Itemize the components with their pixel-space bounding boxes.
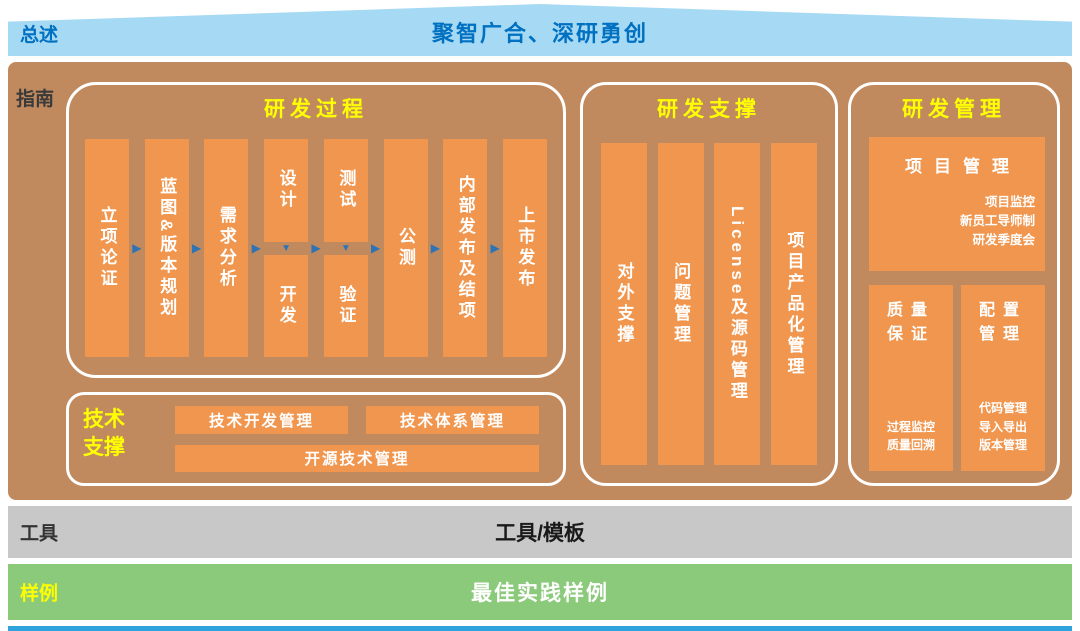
management-panel: 研发管理 项目管理 项目监控 新员工导师制 研发季度会 质量保证 过程监控 质量… bbox=[848, 82, 1060, 486]
down-arrow-icon: ▼ bbox=[281, 242, 292, 254]
project-management-box: 项目管理 项目监控 新员工导师制 研发季度会 bbox=[869, 137, 1045, 271]
flow-step-label: 测试 bbox=[336, 169, 356, 212]
overview-banner: 总述 聚智广合、深研勇创 bbox=[8, 4, 1072, 56]
support-bar: 对外支撑 bbox=[601, 143, 647, 465]
process-flow: 立项论证 ▶ 蓝图&版本规划 ▶ 需求分析 ▶ 设计 ▼ 开发 bbox=[85, 139, 547, 357]
config-management-label: 配置管理 bbox=[978, 302, 1027, 343]
tools-title: 工具/模板 bbox=[495, 522, 585, 545]
flow-step: 立项论证 bbox=[85, 139, 129, 357]
quality-item: 质量回溯 bbox=[886, 438, 935, 453]
tech-support-grid: 技术开发管理 技术体系管理 开源技术管理 bbox=[175, 406, 539, 472]
support-bar: 项目产品化管理 bbox=[770, 143, 817, 465]
right-arrow-icon: ▶ bbox=[371, 241, 381, 255]
flow-step: 需求分析 bbox=[204, 139, 249, 357]
support-title: 研发支撑 bbox=[657, 98, 761, 121]
management-title: 研发管理 bbox=[902, 98, 1006, 121]
project-item: 研发季度会 bbox=[972, 232, 1035, 247]
flow-step-label: 蓝图&版本规划 bbox=[157, 176, 177, 320]
right-arrow-icon: ▶ bbox=[191, 241, 202, 255]
tools-section: 工具 工具/模板 bbox=[8, 506, 1072, 558]
tech-item: 技术体系管理 bbox=[366, 406, 539, 434]
tools-label: 工具 bbox=[20, 523, 59, 545]
flow-step-split: 设计 ▼ 开发 bbox=[264, 139, 309, 357]
flow-step: 设计 bbox=[264, 139, 309, 242]
quality-assurance-box: 质量保证 过程监控 质量回溯 bbox=[869, 285, 953, 471]
flow-step-label: 验证 bbox=[336, 284, 356, 327]
support-bar: 问题管理 bbox=[657, 143, 704, 465]
overview-label: 总述 bbox=[20, 25, 59, 46]
bottom-accent-bar bbox=[8, 626, 1072, 631]
flow-step-split: 测试 ▼ 验证 bbox=[323, 139, 368, 357]
flow-step: 公测 bbox=[383, 139, 428, 357]
flow-step: 蓝图&版本规划 bbox=[144, 139, 189, 357]
samples-section: 样例 最佳实践样例 bbox=[8, 564, 1072, 620]
flow-step-label: 上市发布 bbox=[515, 206, 535, 290]
guide-section: 指南 研发过程 立项论证 ▶ 蓝图&版本规划 ▶ 需求分析 ▶ bbox=[8, 62, 1072, 500]
tech-support-label: 技术支撑 bbox=[83, 408, 125, 460]
flow-step: 测试 bbox=[323, 139, 368, 242]
right-arrow-icon: ▶ bbox=[132, 241, 142, 255]
quality-item: 过程监控 bbox=[886, 419, 935, 434]
process-title: 研发过程 bbox=[264, 98, 368, 121]
support-bar-label: 问题管理 bbox=[671, 262, 691, 346]
process-panel: 研发过程 立项论证 ▶ 蓝图&版本规划 ▶ 需求分析 ▶ 设计 bbox=[66, 82, 566, 378]
flow-step: 开发 bbox=[264, 254, 309, 357]
support-bar-label: 项目产品化管理 bbox=[784, 230, 804, 378]
flow-step: 验证 bbox=[323, 254, 368, 357]
config-item: 版本管理 bbox=[978, 438, 1027, 453]
flow-step-label: 公测 bbox=[396, 227, 416, 269]
config-management-box: 配置管理 代码管理 导入导出 版本管理 bbox=[961, 285, 1045, 471]
config-item: 导入导出 bbox=[978, 419, 1027, 434]
tech-support-panel: 技术支撑 技术开发管理 技术体系管理 开源技术管理 bbox=[66, 392, 566, 486]
flow-step-label: 立项论证 bbox=[97, 206, 117, 290]
samples-title: 最佳实践样例 bbox=[471, 582, 609, 605]
project-item: 新员工导师制 bbox=[959, 213, 1035, 228]
support-panel: 研发支撑 对外支撑 问题管理 License及源码管理 项目产品化管理 bbox=[580, 82, 838, 486]
samples-label: 样例 bbox=[20, 583, 59, 605]
flow-step-label: 内部发布及结项 bbox=[455, 174, 475, 322]
flow-step-label: 设计 bbox=[276, 169, 296, 212]
right-arrow-icon: ▶ bbox=[251, 241, 261, 255]
support-bar-label: 对外支撑 bbox=[614, 262, 634, 346]
flow-step-label: 需求分析 bbox=[216, 206, 236, 290]
quality-assurance-items: 过程监控 质量回溯 bbox=[869, 418, 953, 455]
project-item: 项目监控 bbox=[984, 195, 1035, 209]
tech-item: 开源技术管理 bbox=[175, 444, 539, 472]
quality-assurance-label: 质量保证 bbox=[886, 302, 935, 343]
flow-step: 上市发布 bbox=[502, 139, 547, 357]
flow-step: 内部发布及结项 bbox=[443, 139, 488, 357]
config-management-items: 代码管理 导入导出 版本管理 bbox=[961, 399, 1045, 455]
guide-label: 指南 bbox=[16, 89, 55, 110]
project-management-label: 项目管理 bbox=[905, 157, 1021, 176]
support-bar-label: License及源码管理 bbox=[727, 205, 747, 403]
support-bar: License及源码管理 bbox=[714, 143, 761, 465]
tech-item: 技术开发管理 bbox=[175, 406, 348, 434]
flow-step-label: 开发 bbox=[276, 284, 296, 327]
right-arrow-icon: ▶ bbox=[311, 241, 321, 255]
right-arrow-icon: ▶ bbox=[490, 241, 500, 255]
right-arrow-icon: ▶ bbox=[430, 241, 440, 255]
config-item: 代码管理 bbox=[978, 401, 1027, 416]
overview-title: 聚智广合、深研勇创 bbox=[431, 21, 648, 46]
project-management-items: 项目监控 新员工导师制 研发季度会 bbox=[869, 193, 1045, 249]
support-bars: 对外支撑 问题管理 License及源码管理 项目产品化管理 bbox=[601, 143, 817, 465]
down-arrow-icon: ▼ bbox=[340, 242, 351, 254]
